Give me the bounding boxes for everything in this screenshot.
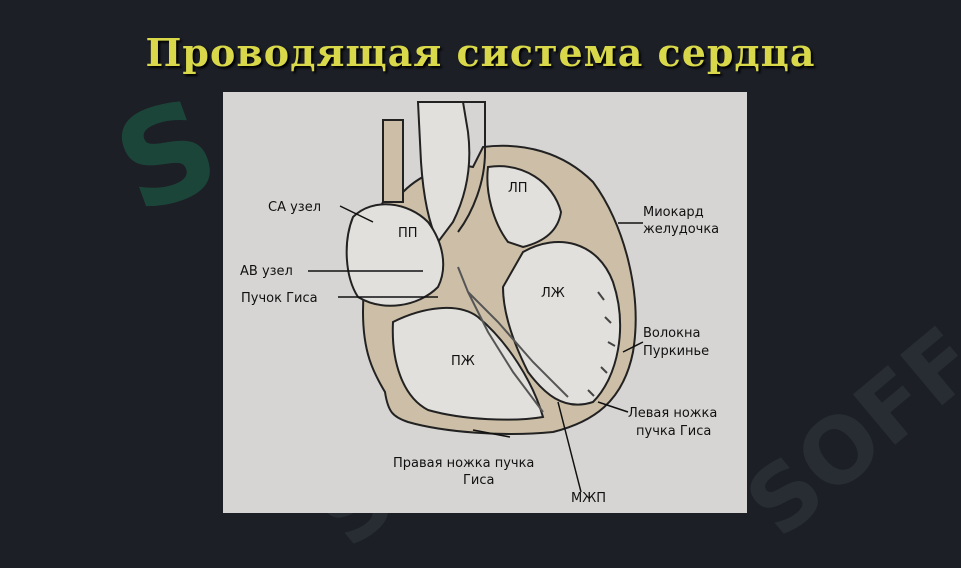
watermark-logo-left: S — [96, 68, 237, 244]
label-right-branch-1: Правая ножка пучка — [393, 456, 534, 471]
watermark-text-right: SOFF — [727, 307, 961, 558]
label-left-branch-2: пучка Гиса — [636, 424, 711, 439]
label-av-node: АВ узел — [240, 264, 293, 279]
leader-lines — [308, 205, 644, 493]
label-right-ventricle: ПЖ — [451, 354, 475, 369]
label-septum: МЖП — [571, 491, 606, 506]
right-atrium-cavity — [345, 203, 445, 307]
label-right-branch-2: Гиса — [463, 473, 495, 488]
pulmonary-artery — [457, 101, 486, 233]
label-left-branch-1: Левая ножка — [628, 406, 717, 421]
label-right-atrium: ПП — [398, 226, 418, 241]
heart-diagram: ЛП ПП ЛЖ ПЖ СА узел АВ узел Пучок Гиса М… — [223, 92, 747, 513]
left-atrium-cavity — [486, 165, 563, 249]
label-purkinje-2: Пуркинье — [643, 344, 709, 359]
label-left-ventricle: ЛЖ — [541, 286, 565, 301]
left-ventricle-cavity — [501, 241, 622, 406]
label-purkinje-1: Волокна — [643, 326, 700, 341]
label-sa-node: СА узел — [268, 200, 321, 215]
aorta — [416, 101, 471, 244]
heart-diagram-svg: ЛП ПП ЛЖ ПЖ СА узел АВ узел Пучок Гиса М… — [240, 101, 719, 506]
label-myocardium-1: Миокард — [643, 205, 704, 220]
purkinje-fibers — [587, 291, 616, 397]
slide-title: Проводящая система сердца — [145, 30, 816, 75]
vena-cava — [382, 119, 404, 203]
label-his-bundle: Пучок Гиса — [241, 291, 318, 306]
right-ventricle-cavity — [391, 306, 545, 421]
label-left-atrium: ЛП — [508, 181, 528, 196]
label-myocardium-2: желудочка — [643, 222, 719, 237]
his-bundle-branches — [457, 266, 569, 413]
